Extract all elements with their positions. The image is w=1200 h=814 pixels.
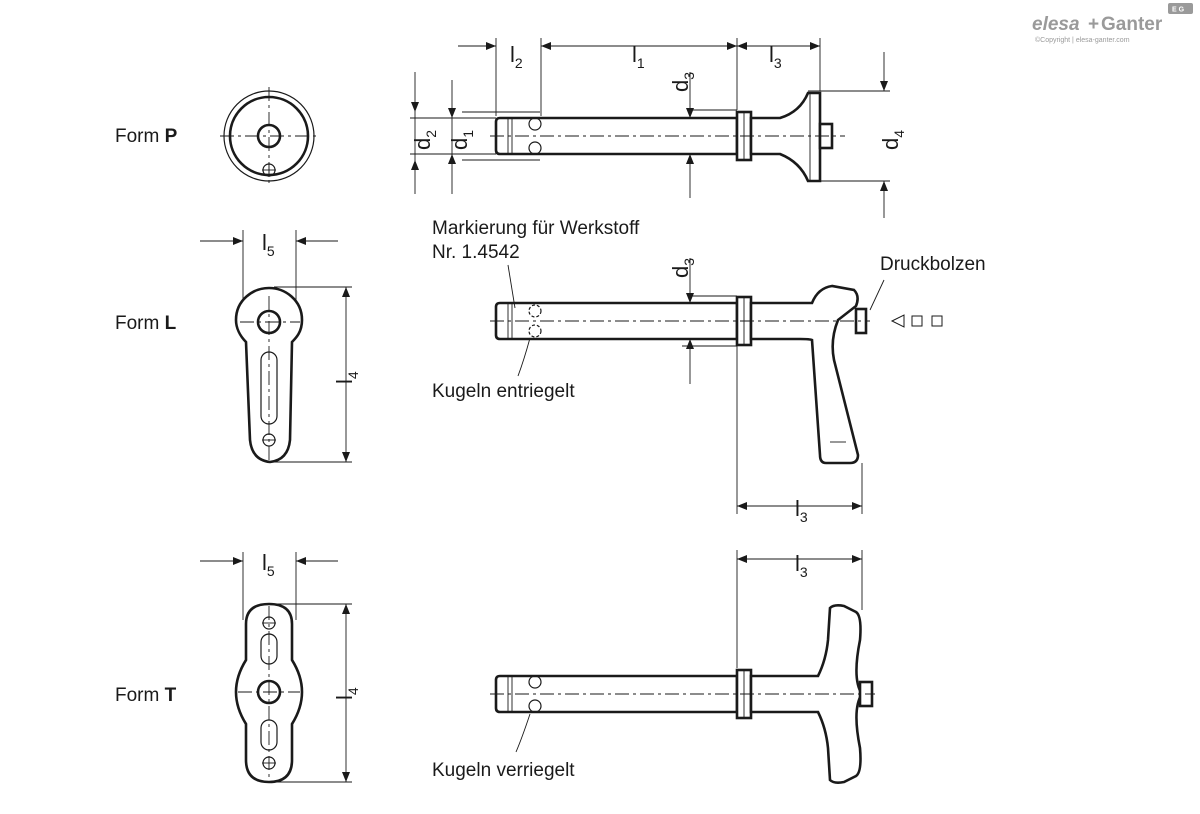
form-p-label: Form P (115, 126, 178, 147)
logo-plus-text: + (1088, 14, 1099, 35)
dim-d3-form-l: d3 (668, 258, 697, 278)
brand-logo: elesa + Ganter E G ©Copyright | elesa-ga… (1032, 3, 1193, 44)
dim-l4-form-l: l4 (332, 371, 361, 384)
form-p-end-view (220, 87, 318, 185)
form-t-label: Form T (115, 685, 177, 706)
dim-l5-form-t: l5 (262, 550, 275, 579)
dim-d2-side: d2 (410, 130, 439, 150)
text-annotations: Markierung für Werkstoff Nr. 1.4542 Druc… (432, 218, 986, 781)
dim-l1-top: l1 (632, 42, 645, 71)
logo-badge-box (1168, 3, 1193, 14)
dimension-labels: l2 l1 l3 d2 d1 d3 d4 d3 l5 l4 l3 l5 l4 l… (262, 42, 907, 700)
dim-d1-side: d1 (447, 130, 476, 150)
push-button-label: Druckbolzen (880, 254, 986, 275)
logo-copyright: ©Copyright | elesa-ganter.com (1035, 36, 1130, 44)
dim-l3-form-l: l3 (795, 496, 808, 525)
dim-d4-side: d4 (878, 130, 907, 150)
dim-l4-form-t: l4 (332, 687, 361, 700)
logo-elesa-text: elesa (1032, 14, 1080, 35)
dim-l5-form-l: l5 (262, 230, 275, 259)
dim-l2-top: l2 (510, 42, 523, 71)
logo-ganter-text: Ganter (1101, 14, 1163, 35)
form-l-side-view (490, 284, 870, 465)
dim-l3-form-t: l3 (795, 551, 808, 580)
marking-text-line2: Nr. 1.4542 (432, 242, 520, 263)
dim-l3-top: l3 (769, 42, 782, 71)
form-p-side-view (490, 91, 845, 183)
form-l-label: Form L (115, 313, 177, 334)
dimension-lines (200, 38, 943, 783)
logo-badge-text: E G (1172, 7, 1185, 14)
form-l-end-view (234, 286, 304, 464)
form-t-side-view (490, 604, 875, 784)
dim-d3-form-p: d3 (668, 72, 697, 92)
marking-text-line1: Markierung für Werkstoff (432, 218, 640, 239)
form-t-end-view (234, 602, 304, 784)
balls-unlocked-label: Kugeln entriegelt (432, 381, 575, 402)
balls-locked-label: Kugeln verriegelt (432, 760, 575, 781)
